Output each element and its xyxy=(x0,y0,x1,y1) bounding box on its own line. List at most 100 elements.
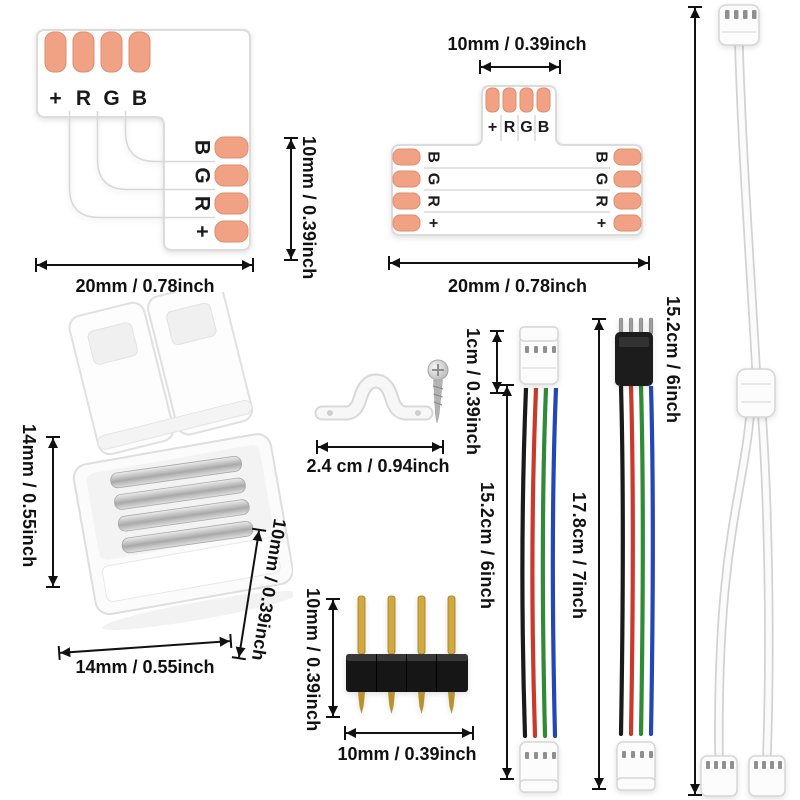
header-pin xyxy=(417,595,426,655)
header-pin xyxy=(387,595,396,655)
header-pin-tip xyxy=(388,692,395,714)
splitter-length-dim-line xyxy=(688,6,702,796)
plug-cable-length-dim-line xyxy=(592,318,606,790)
solder-pad xyxy=(613,214,642,232)
strip-clip-group xyxy=(68,292,293,630)
strip-clip-left-dim-label: 14mm / 0.55inch xyxy=(19,424,39,568)
screw-threads xyxy=(432,385,444,406)
splitter-junction-block xyxy=(736,368,776,418)
pad-label: R xyxy=(504,119,516,136)
plug-pin xyxy=(628,317,634,335)
solder-pad xyxy=(536,87,551,113)
green-wire xyxy=(638,386,645,736)
clip-cable-length-dim-line xyxy=(500,384,514,780)
pad-label: G xyxy=(191,167,214,183)
solder-pad xyxy=(72,31,95,73)
solder-pad xyxy=(613,148,642,166)
solder-pad xyxy=(214,192,249,215)
mounting-clip-and-screw xyxy=(314,359,449,424)
l-connector-width-dim-label: 20mm / 0.78inch xyxy=(75,276,215,296)
header-pin xyxy=(357,595,366,655)
strip-clip-left-dim-line xyxy=(46,436,60,588)
pad-label: B xyxy=(593,151,610,163)
pad-label: B xyxy=(191,140,214,155)
l-shape-connector: + R G B B G R + xyxy=(36,29,251,251)
t-connector-width-dim-label: 20mm / 0.78inch xyxy=(447,276,588,296)
plug-cable-length-dim-label: 17.8cm / 7inch xyxy=(569,492,589,620)
mounting-clip-dim-line xyxy=(316,440,444,454)
header-pin-tip xyxy=(448,692,455,714)
screw-slot xyxy=(432,364,444,376)
splitter-input-connector xyxy=(718,4,760,46)
pad-label: + xyxy=(49,87,61,110)
t-connector-stem-dim-line xyxy=(479,60,561,74)
blue-wire xyxy=(550,388,559,738)
t-shape-pcb-body xyxy=(391,85,643,236)
pcb-trace xyxy=(68,111,215,219)
solder-pad xyxy=(214,220,249,243)
pad-label: B xyxy=(132,87,147,110)
clip-connector-top xyxy=(519,326,559,385)
strip-clip-bottom-dim-label: 14mm / 0.55inch xyxy=(75,657,215,677)
header-seams xyxy=(376,654,437,692)
red-wire xyxy=(530,388,539,738)
solder-pad xyxy=(392,192,421,210)
solder-pad xyxy=(44,31,67,73)
pcb-trace xyxy=(124,111,215,163)
clip-connector-bottom xyxy=(519,741,559,793)
solder-pad xyxy=(613,170,642,188)
pad-label: + xyxy=(488,119,497,136)
pin-header-width-dim-line xyxy=(344,726,474,740)
plug-pin xyxy=(618,317,624,335)
pad-label: + xyxy=(191,225,214,237)
l-connector-width-dim-line xyxy=(35,258,254,272)
header-pin xyxy=(447,595,456,655)
header-pin-tip xyxy=(358,692,365,714)
rgb-wire-bundle xyxy=(520,388,559,738)
solder-pad xyxy=(214,164,249,187)
black-wire xyxy=(618,386,625,736)
l-connector-height-dim-label: 10mm / 0.39inch xyxy=(299,136,319,280)
metal-contact xyxy=(110,455,243,489)
pad-label: R xyxy=(191,196,214,211)
solder-pad xyxy=(485,87,500,113)
solder-pad xyxy=(392,170,421,188)
pad-label: G xyxy=(593,173,610,185)
splitter-length-dim-label: 15.2cm / 6inch xyxy=(663,296,683,424)
pad-label: + xyxy=(593,218,610,227)
blue-wire xyxy=(648,386,655,736)
t-connector-stem-dim-label: 10mm / 0.39inch xyxy=(447,34,587,54)
four-pin-header xyxy=(346,595,468,714)
mounting-clip-body xyxy=(316,375,432,419)
screw-hole xyxy=(415,410,421,416)
splitter-output-connector xyxy=(700,755,738,797)
splitter-branch-cable xyxy=(715,413,753,757)
clip-base xyxy=(72,433,293,616)
solder-pad xyxy=(519,87,534,113)
solder-pad xyxy=(392,214,421,232)
clip-cable-length-dim-label: 15.2cm / 6inch xyxy=(477,482,497,610)
pcb-trace xyxy=(96,111,215,191)
plug-highlight xyxy=(619,337,649,347)
screw-hole xyxy=(327,410,333,416)
red-wire xyxy=(628,386,635,736)
t-connector-width-dim-line xyxy=(388,256,650,270)
pad-label: R xyxy=(593,195,610,207)
solder-pad xyxy=(100,31,123,73)
header-pin-tip xyxy=(418,692,425,714)
splitter-cables xyxy=(714,41,774,759)
pin-header-height-dim-label: 10mm / 0.39inch xyxy=(303,588,323,732)
clip-connector-dim-label: 1cm / 0.39inch xyxy=(463,328,483,456)
solder-pad xyxy=(613,192,642,210)
pad-label: G xyxy=(425,173,442,185)
strip-clip-connector xyxy=(68,292,293,630)
clip-connector-bottom xyxy=(616,741,656,791)
splitter-branch-cable xyxy=(759,413,772,757)
pad-label: R xyxy=(76,87,91,110)
pad-label: G xyxy=(520,119,532,136)
solder-pad xyxy=(502,87,517,113)
l-shape-pcb-body xyxy=(36,29,251,251)
black-wire xyxy=(520,388,529,738)
pad-label: B xyxy=(425,151,442,163)
l-connector-height-dim-line xyxy=(284,137,298,261)
